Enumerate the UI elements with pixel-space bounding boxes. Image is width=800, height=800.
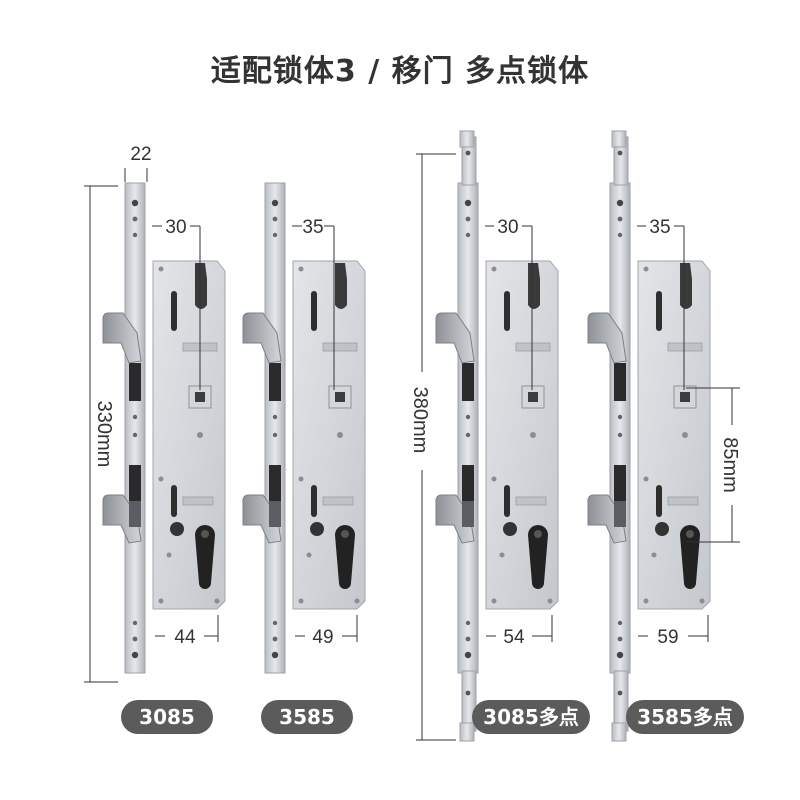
dim-3585mp-top: 35 (649, 217, 670, 238)
dim-length-380: 380mm (409, 387, 431, 454)
dim-3585-bottom: 49 (312, 627, 333, 648)
dim-3085-bottom: 44 (174, 627, 196, 648)
dim-length-330: 330mm (93, 401, 115, 468)
dim-3085mp-top: 30 (497, 217, 518, 238)
dimension-lines (84, 153, 740, 741)
model-badge-3585-multipoint: 3585多点 (626, 700, 744, 734)
dim-3085-top: 30 (165, 217, 186, 238)
lock-3585 (242, 182, 366, 674)
dim-3585mp-bottom: 59 (657, 627, 678, 648)
model-badge-3085: 3085 (121, 700, 213, 734)
model-badge-3585: 3585 (261, 700, 353, 734)
model-badge-3085-multipoint: 3085多点 (472, 700, 590, 734)
lock-3085 (102, 182, 226, 674)
dim-3085mp-bottom: 54 (503, 627, 525, 648)
dim-handle-cylinder-85: 85mm (719, 437, 741, 493)
page-title: 适配锁体3 / 移门 多点锁体 (210, 54, 590, 89)
dim-faceplate-width: 22 (130, 144, 151, 165)
dim-3585-top: 35 (302, 217, 323, 238)
